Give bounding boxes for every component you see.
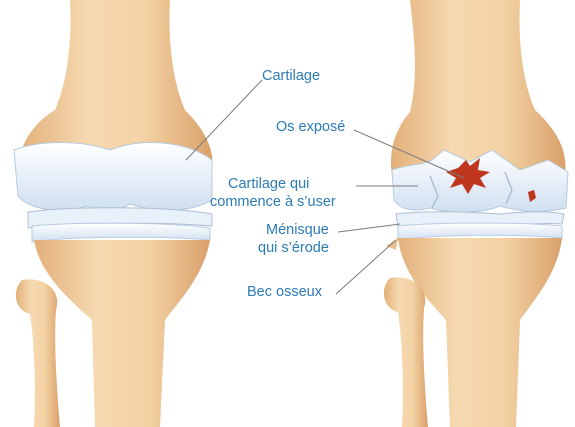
label-cartilage: Cartilage bbox=[262, 68, 320, 84]
label-menisque-line1: Ménisque bbox=[266, 222, 329, 238]
tibial-cartilage-left bbox=[32, 223, 210, 242]
tibial-cartilage-right bbox=[398, 223, 562, 240]
arthritic-knee bbox=[384, 0, 568, 427]
femur-right bbox=[391, 0, 565, 176]
label-cartilage-use-line2: commence à s’user bbox=[210, 194, 336, 210]
fibula-left bbox=[16, 279, 60, 427]
femoral-cartilage-left bbox=[14, 143, 212, 212]
healthy-knee bbox=[14, 0, 213, 427]
label-menisque-line2: qui s’érode bbox=[258, 240, 329, 256]
fibula-right bbox=[384, 277, 428, 427]
tibia-left bbox=[34, 240, 210, 427]
label-cartilage-use-line1: Cartilage qui bbox=[228, 176, 309, 192]
label-bec-osseux: Bec osseux bbox=[247, 284, 323, 300]
leader-cartilage bbox=[186, 80, 262, 160]
label-os-expose: Os exposé bbox=[276, 119, 345, 135]
leader-menisque bbox=[338, 224, 400, 232]
